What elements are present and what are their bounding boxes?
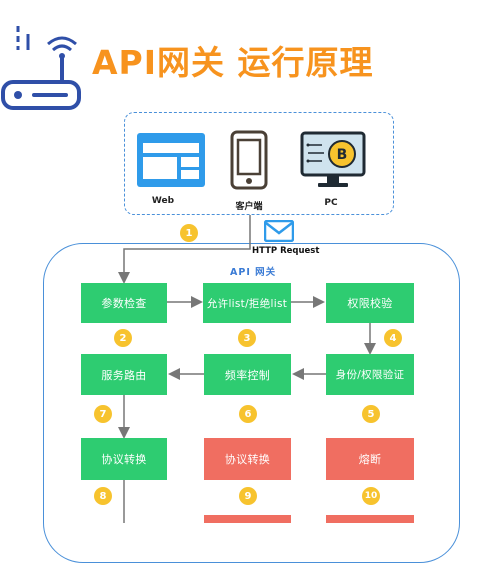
node-param-check: 参数检查 [81,283,167,323]
step-badge-4: 4 [384,329,402,347]
client-label-pc: PC [324,198,338,208]
step-badge-9: 9 [239,487,257,505]
flow-connectors [118,215,376,523]
step-badge-6: 6 [239,405,257,423]
node-protocol-convert-failure: 协议转换 [204,438,291,480]
client-label-app: 客户端 [235,202,263,212]
mobile-phone-icon [230,130,268,190]
node-identity-auth: 身份/权限验证 [326,354,414,395]
step-badge-3: 3 [238,329,256,347]
envelope-icon [264,220,294,242]
step-badge-7: 7 [94,405,112,423]
node-cropped-right [326,515,414,523]
clients-container [124,112,394,215]
client-label-web: Web [151,196,175,206]
node-allow-deny-list: 允许list/拒绝list [203,283,291,323]
svg-text:B: B [337,147,348,163]
router-icon [1,26,81,110]
step-badge-1: 1 [180,224,198,242]
http-request-label: HTTP Request [252,246,320,256]
step-badge-5: 5 [362,405,380,423]
node-circuit-breaker: 熔断 [326,438,414,480]
web-browser-icon [137,133,205,187]
pc-bitcoin-monitor-icon: B [300,131,366,187]
step-badge-10: 10 [362,487,380,505]
node-cropped-middle [204,515,291,523]
node-permission-check: 权限校验 [326,283,414,323]
node-protocol-convert-success: 协议转换 [81,438,167,480]
page-title: API网关 运行原理 [92,43,374,82]
step-badge-2: 2 [114,329,132,347]
node-rate-control: 频率控制 [204,354,291,395]
gateway-label: API 网关 [230,267,277,278]
step-badge-8: 8 [94,487,112,505]
node-service-routing: 服务路由 [81,354,167,395]
